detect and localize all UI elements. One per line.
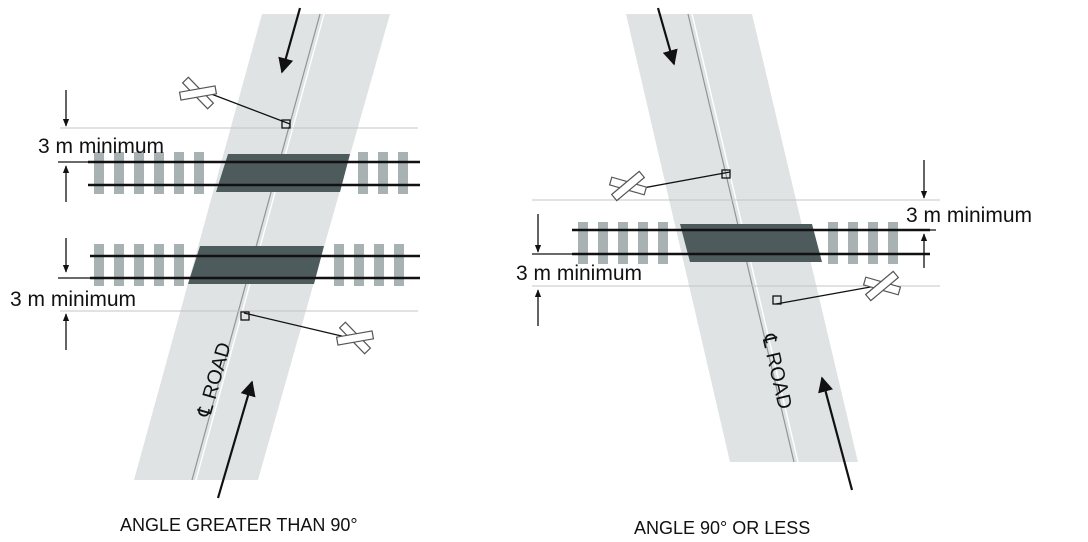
left-dimension-top-label: 3 m minimum — [38, 135, 164, 158]
left-diagram: 3 m minimum 3 m minimum ℄ ROAD ANGLE GRE… — [10, 7, 420, 535]
left-dimension-bottom-label: 3 m minimum — [10, 288, 136, 311]
arrow-icon — [818, 376, 854, 491]
right-dimension-bottom-label: 3 m minimum — [516, 262, 642, 285]
left-lower-track — [90, 244, 420, 286]
right-track-ties — [578, 222, 898, 264]
arrow-icon — [216, 380, 256, 499]
right-crossing-pad — [680, 224, 822, 262]
right-sign-leader-top — [631, 171, 731, 191]
left-sign-leader-bottom — [243, 312, 351, 339]
crossbuck-sign-icon — [608, 170, 648, 202]
right-angle-marker-icon — [281, 119, 291, 129]
crossbuck-sign-icon — [335, 321, 375, 355]
left-caption: ANGLE GREATER THAN 90° — [120, 515, 358, 535]
left-sign-leader-top — [205, 91, 291, 125]
crossbuck-sign-icon — [862, 270, 902, 302]
right-diagram: 3 m minimum 3 m minimum ℄ ROAD ANGLE 90°… — [516, 7, 1032, 538]
left-upper-track — [88, 152, 420, 194]
right-angle-marker-icon — [772, 295, 782, 305]
left-upper-ties — [94, 152, 408, 194]
right-dimension-top-label: 3 m minimum — [906, 204, 1032, 227]
right-track — [572, 222, 930, 264]
arrow-icon — [278, 7, 302, 74]
left-upper-crossing-pad — [216, 154, 350, 192]
right-caption: ANGLE 90° OR LESS — [634, 518, 810, 538]
arrow-icon — [656, 7, 678, 66]
left-lower-ties — [94, 244, 404, 286]
right-sign-leader-bottom — [775, 285, 877, 305]
right-angle-marker-icon — [721, 169, 731, 179]
crossbuck-sign-icon — [178, 76, 218, 110]
right-angle-marker-icon — [240, 311, 250, 321]
